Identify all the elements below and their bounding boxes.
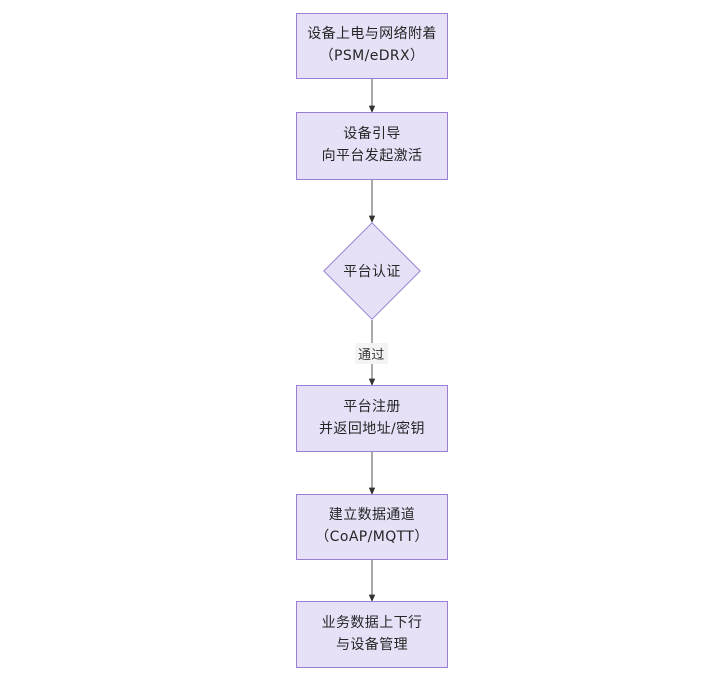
flow-node-decision: 平台认证: [323, 222, 421, 320]
flow-node-label: 设备上电与网络附着: [307, 26, 437, 43]
flow-node-label: 建立数据通道: [328, 507, 416, 524]
flow-node-process: 设备引导向平台发起激活: [296, 112, 448, 180]
flow-node-label: （PSM/eDRX）: [319, 48, 425, 64]
diamond-shape: [323, 222, 421, 320]
flow-node-label: 向平台发起激活: [321, 148, 423, 164]
flow-edge-label: 通过: [355, 343, 388, 364]
flow-node-process: 建立数据通道 （CoAP/MQTT）: [296, 494, 448, 560]
flow-node-label: 并返回地址/密钥: [319, 420, 425, 437]
flow-node-label: （CoAP/MQTT）: [315, 529, 429, 545]
flow-node-label: 平台认证: [343, 264, 401, 280]
flow-node-label: 业务数据上下行: [321, 614, 423, 631]
flow-node-label: 与设备管理: [336, 636, 408, 653]
flow-node-process: 平台注册并返回地址/密钥: [296, 385, 448, 452]
flow-node-label: 设备引导: [343, 126, 401, 143]
flow-node-label: 平台注册: [343, 398, 401, 415]
flow-node-process: 设备上电与网络附着 （PSM/eDRX）: [296, 13, 448, 79]
flow-node-process: 业务数据上下行与设备管理: [296, 601, 448, 668]
